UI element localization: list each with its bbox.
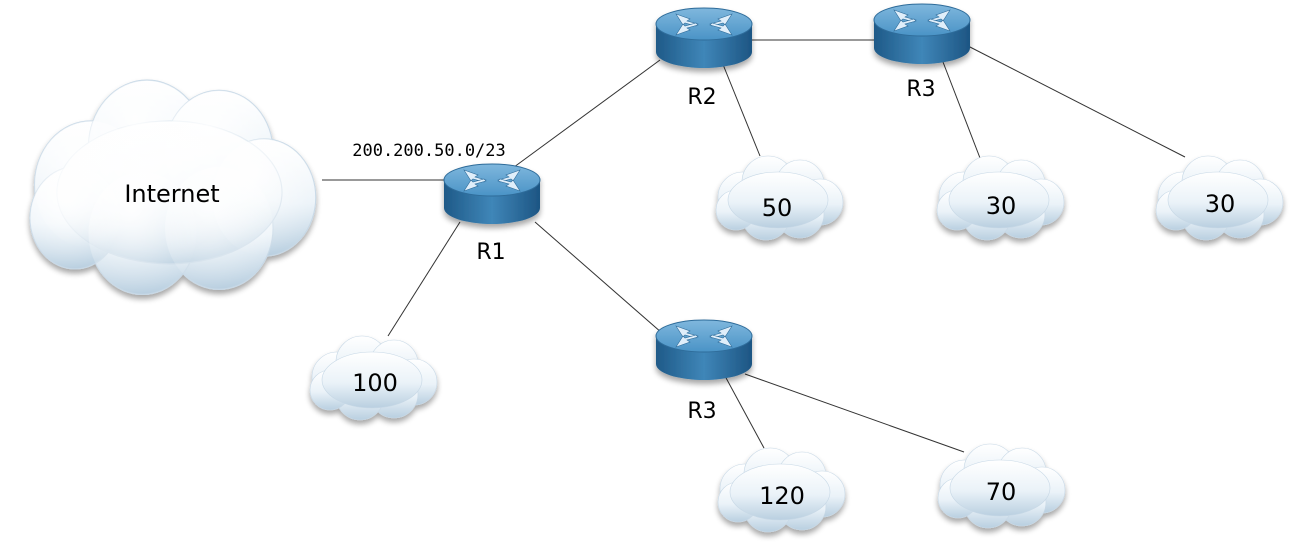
subnet-100-label: 100 xyxy=(352,369,398,397)
router-r2-label: R2 xyxy=(687,85,716,110)
internet-label: Internet xyxy=(124,180,219,208)
link-r3-top-subnet-30a xyxy=(943,62,980,158)
address-block-label: 200.200.50.0/23 xyxy=(352,141,506,161)
subnet-120-label: 120 xyxy=(759,482,805,510)
router-r1-label: R1 xyxy=(476,240,505,265)
router-r2 xyxy=(656,8,752,68)
subnet-70-label: 70 xyxy=(986,478,1017,506)
subnet-30a-label: 30 xyxy=(986,192,1017,220)
router-r3-top-label: R3 xyxy=(906,77,935,102)
router-r1 xyxy=(444,164,540,224)
link-r3-top-subnet-30b xyxy=(968,46,1185,157)
router-r3-bottom xyxy=(656,320,752,380)
links xyxy=(322,40,1185,452)
link-r2-subnet-50 xyxy=(722,62,760,156)
router-r3-top xyxy=(874,4,970,64)
link-r3-bottom-subnet-70 xyxy=(745,374,964,452)
router-r3-bottom-label: R3 xyxy=(687,399,716,424)
link-r1-r3-bottom xyxy=(535,222,662,333)
link-r1-r2 xyxy=(510,60,660,170)
link-r3-bottom-subnet-120 xyxy=(725,376,764,448)
subnet-30b-label: 30 xyxy=(1205,190,1236,218)
link-r1-subnet-100 xyxy=(388,222,460,336)
subnet-50-label: 50 xyxy=(762,194,793,222)
